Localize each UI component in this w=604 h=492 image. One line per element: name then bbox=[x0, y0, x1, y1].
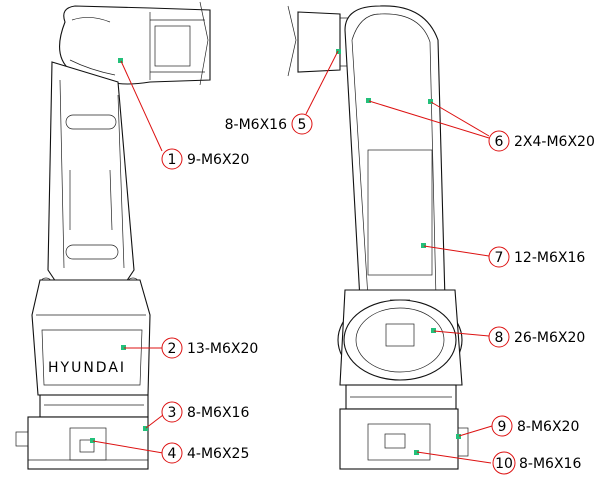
point-2 bbox=[121, 345, 126, 350]
callout-2-label: 13-M6X20 bbox=[187, 341, 258, 357]
callout-7-label: 12-M6X16 bbox=[514, 250, 585, 266]
callout-8-number: 8 bbox=[495, 330, 504, 346]
callout-1-number: 1 bbox=[168, 152, 177, 168]
point-1 bbox=[118, 58, 123, 63]
callout-4-circle bbox=[161, 442, 183, 464]
callout-10-number: 10 bbox=[495, 456, 513, 472]
callout-6-number: 6 bbox=[495, 134, 504, 150]
callout-circles bbox=[161, 113, 516, 475]
callout-10-label: 8-M6X16 bbox=[519, 456, 581, 472]
point-4 bbox=[90, 438, 95, 443]
point-10 bbox=[414, 450, 419, 455]
callout-2-circle bbox=[161, 337, 183, 359]
brand-label: HYUNDAI bbox=[48, 360, 126, 376]
callout-1-circle bbox=[161, 148, 183, 170]
left-robot-view: HYUNDAI bbox=[15, 1, 211, 470]
point-9 bbox=[456, 434, 461, 439]
bolt-points bbox=[90, 49, 461, 455]
callout-8-label: 26-M6X20 bbox=[514, 330, 585, 346]
callout-9-label: 8-M6X20 bbox=[517, 419, 579, 435]
callout-5-number: 5 bbox=[298, 117, 307, 133]
callout-labels: 9-M6X20 13-M6X20 8-M6X16 4-M6X25 8-M6X16… bbox=[187, 117, 595, 472]
callout-7-circle bbox=[488, 246, 510, 268]
callout-6-label: 2X4-M6X20 bbox=[514, 134, 595, 150]
callout-9-circle bbox=[491, 415, 513, 437]
callout-4-label: 4-M6X25 bbox=[187, 446, 249, 462]
callout-5-label: 8-M6X16 bbox=[225, 117, 287, 133]
callout-5-circle bbox=[291, 113, 313, 135]
point-7 bbox=[421, 243, 426, 248]
callout-3-circle bbox=[161, 401, 183, 423]
callout-1-label: 9-M6X20 bbox=[187, 152, 249, 168]
point-6b bbox=[428, 99, 433, 104]
callout-8-circle bbox=[488, 326, 510, 348]
callout-2-number: 2 bbox=[168, 341, 177, 357]
right-robot-view bbox=[287, 5, 469, 470]
leader-lines bbox=[92, 50, 493, 464]
callout-7-number: 7 bbox=[495, 250, 504, 266]
callout-3-number: 3 bbox=[168, 405, 177, 421]
callout-4-number: 4 bbox=[168, 446, 177, 462]
callout-10-circle bbox=[492, 451, 516, 475]
callout-3-label: 8-M6X16 bbox=[187, 405, 249, 421]
point-3 bbox=[143, 426, 148, 431]
callout-6-circle bbox=[488, 130, 510, 152]
point-5 bbox=[336, 49, 341, 54]
callout-numbers: 1 2 3 4 5 6 7 8 9 10 bbox=[168, 117, 513, 472]
point-8 bbox=[431, 328, 436, 333]
callout-9-number: 9 bbox=[498, 419, 507, 435]
point-6a bbox=[366, 98, 371, 103]
